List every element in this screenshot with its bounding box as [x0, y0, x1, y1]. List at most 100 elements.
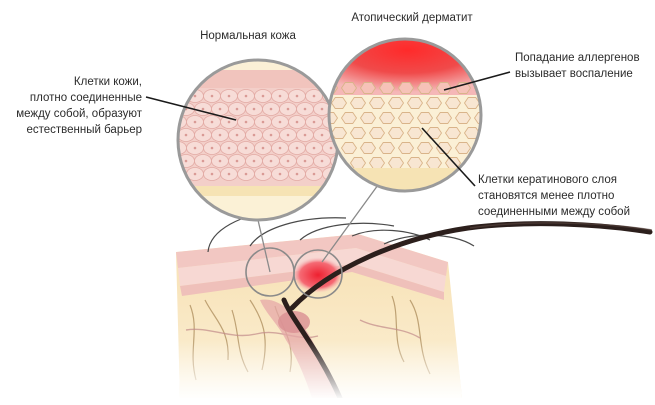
- cell-nucleus: [210, 120, 214, 124]
- cell-nucleus: [337, 159, 338, 163]
- keratin-cell: [463, 97, 481, 109]
- cell-nucleus: [320, 107, 324, 111]
- cell-nucleus: [184, 159, 188, 163]
- cell-nucleus: [193, 120, 197, 124]
- keratin-cell: [425, 97, 443, 109]
- cell-nucleus: [312, 94, 316, 98]
- cell-nucleus: [227, 172, 231, 176]
- cell-nucleus: [269, 107, 273, 111]
- cell-nucleus: [278, 94, 282, 98]
- cell-nucleus: [193, 94, 197, 98]
- keratin-cell: [484, 158, 499, 169]
- keratin-cell: [416, 112, 434, 124]
- keratin-cell: [368, 97, 386, 109]
- keratin-cell: [359, 82, 377, 94]
- keratin-cell: [340, 112, 358, 124]
- cell-nucleus: [295, 146, 299, 150]
- keratin-cell: [397, 142, 415, 154]
- keratin-cell: [406, 97, 424, 109]
- annotation-keratin: Клетки кератинового слоя становятся мене…: [478, 174, 630, 218]
- cell-nucleus: [320, 159, 324, 163]
- keratin-cell: [397, 82, 415, 94]
- cell-nucleus: [278, 146, 282, 150]
- cell-nucleus: [244, 120, 248, 124]
- keratin-cell: [387, 127, 405, 139]
- cell-nucleus: [184, 133, 188, 137]
- leader-allergens: [443, 71, 511, 91]
- keratin-cell: [378, 112, 396, 124]
- cell-nucleus: [201, 159, 205, 163]
- cell-nucleus: [235, 107, 239, 111]
- keratin-cell: [435, 112, 453, 124]
- keratin-cell: [387, 157, 405, 169]
- keratin-cell: [340, 142, 358, 154]
- keratin-cell: [349, 97, 367, 109]
- cell-nucleus: [269, 133, 273, 137]
- keratin-cell: [368, 127, 386, 139]
- leader-lines: [145, 71, 511, 187]
- cell-nucleus: [312, 120, 316, 124]
- cell-nucleus: [303, 159, 307, 163]
- cell-nucleus: [178, 94, 180, 98]
- annotation-normal-cells: Клетки кожи, плотно соединенные между со…: [16, 76, 142, 136]
- keratin-cell: [444, 127, 462, 139]
- cell-nucleus: [193, 172, 197, 176]
- keratin-cell: [425, 127, 443, 139]
- cell-nucleus: [269, 159, 273, 163]
- target-circles: [245, 247, 343, 299]
- cell-nucleus: [278, 172, 282, 176]
- keratin-cell: [397, 112, 415, 124]
- cell-nucleus: [286, 107, 290, 111]
- cell-nucleus: [252, 107, 256, 111]
- keratin-cell: [454, 142, 472, 154]
- keratin-cell: [330, 97, 348, 109]
- keratin-cell: [330, 127, 348, 139]
- keratin-cell: [406, 157, 424, 169]
- cell-nucleus: [244, 94, 248, 98]
- cell-nucleus: [295, 94, 299, 98]
- cell-nucleus: [227, 94, 231, 98]
- keratin-cell: [378, 142, 396, 154]
- keratin-cell: [425, 157, 443, 169]
- keratin-cell: [473, 112, 481, 124]
- cell-nucleus: [235, 159, 239, 163]
- keratin-cell: [387, 97, 405, 109]
- cell-nucleus: [244, 146, 248, 150]
- cell-nucleus: [295, 172, 299, 176]
- cell-nucleus: [329, 146, 333, 150]
- cell-nucleus: [193, 146, 197, 150]
- cell-nucleus: [227, 146, 231, 150]
- cell-nucleus: [261, 146, 265, 150]
- keratin-cell: [349, 157, 367, 169]
- keratin-cell: [359, 142, 377, 154]
- atopic-target-circle: [293, 249, 343, 299]
- cell-nucleus: [286, 159, 290, 163]
- cell-nucleus: [303, 107, 307, 111]
- magnified-normal-skin-icon: [176, 58, 340, 222]
- skin-cell: [178, 89, 187, 103]
- keratin-cell: [454, 112, 472, 124]
- magnified-atopic-skin-icon: [327, 37, 499, 193]
- keratin-cell: [340, 82, 358, 94]
- cell-nucleus: [244, 172, 248, 176]
- keratin-cell: [484, 128, 499, 139]
- cell-nucleus: [178, 172, 180, 176]
- cell-nucleus: [303, 133, 307, 137]
- keratin-cell: [406, 127, 424, 139]
- cell-nucleus: [235, 133, 239, 137]
- cell-nucleus: [201, 107, 205, 111]
- leader-keratin: [421, 127, 476, 187]
- title-atopic-dermatitis: Атопический дерматит: [351, 12, 473, 24]
- keratin-cell: [359, 112, 377, 124]
- cell-nucleus: [261, 172, 265, 176]
- cell-nucleus: [252, 133, 256, 137]
- cell-nucleus: [312, 146, 316, 150]
- cell-nucleus: [320, 133, 324, 137]
- keratin-cell: [349, 127, 367, 139]
- keratin-cell: [484, 98, 499, 109]
- skin-block: [176, 209, 653, 398]
- cell-nucleus: [210, 146, 214, 150]
- cell-nucleus: [278, 120, 282, 124]
- keratin-cell: [435, 142, 453, 154]
